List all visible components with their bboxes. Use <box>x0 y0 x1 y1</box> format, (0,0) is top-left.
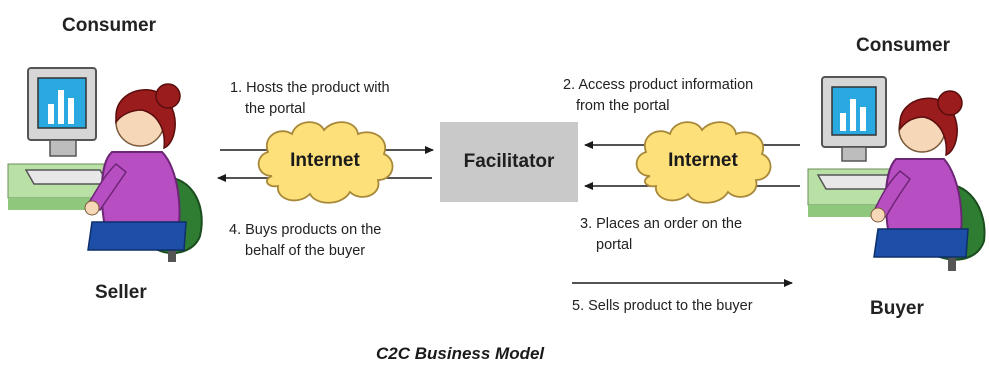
step1-text: 1. Hosts the product with the portal <box>230 80 390 117</box>
facilitator-label: Facilitator <box>463 151 555 172</box>
internet-cloud-icon: Internet <box>257 121 394 204</box>
step4-text: 4. Buys products on the behalf of the bu… <box>229 222 382 259</box>
step5-text: 5. Sells product to the buyer <box>572 298 753 314</box>
step2-text: 2. Access product information from the p… <box>563 77 754 114</box>
buyer-label: Buyer <box>870 298 924 319</box>
buyer-consumer-label: Consumer <box>856 35 950 56</box>
step3-text: 3. Places an order on the portal <box>580 216 743 253</box>
seller-consumer-label: Consumer <box>62 15 156 36</box>
seller-label: Seller <box>95 282 147 303</box>
facilitator-box: Facilitator <box>440 122 578 202</box>
diagram-caption: C2C Business Model <box>376 344 545 363</box>
internet-cloud-icon: Internet <box>635 121 772 204</box>
consumer-buyer-icon <box>807 76 986 271</box>
right-internet-label: Internet <box>668 150 738 171</box>
consumer-seller-icon <box>7 67 203 262</box>
left-internet-label: Internet <box>290 150 360 171</box>
